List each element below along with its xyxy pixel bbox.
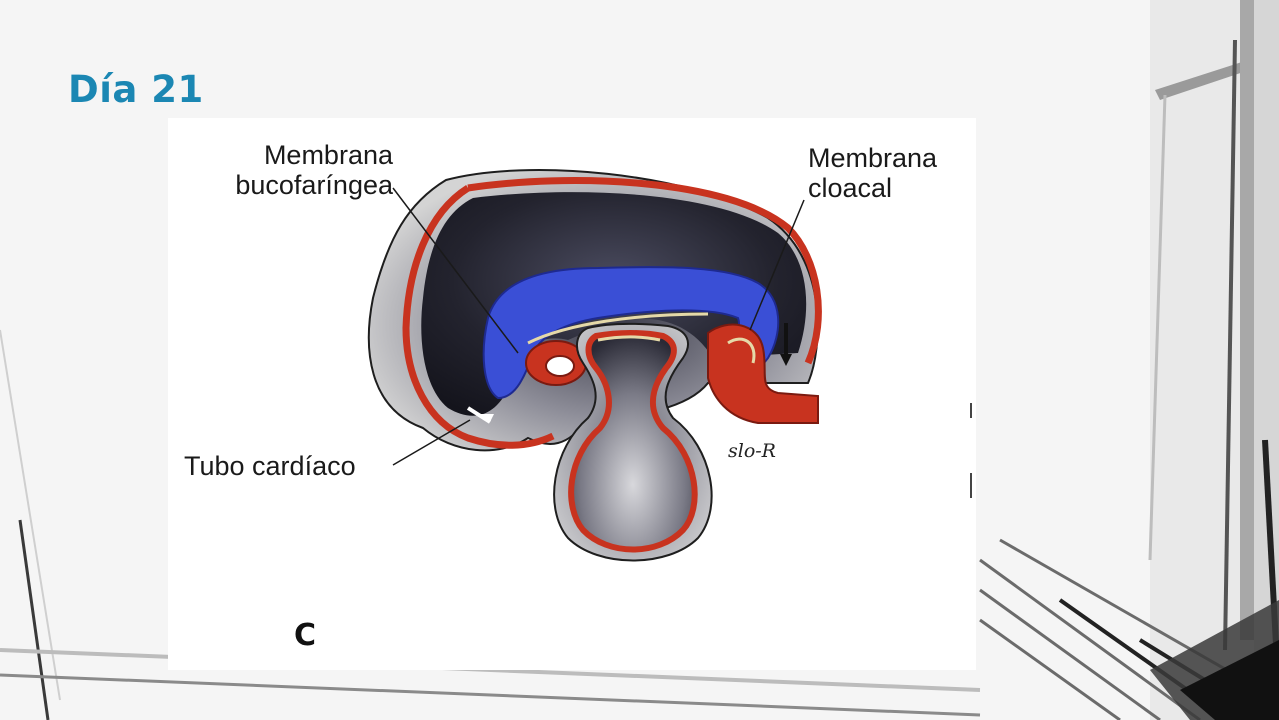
label-line: bucofaríngea [235, 170, 393, 200]
white-arrow-icon [466, 406, 492, 424]
cloacal-lining [727, 337, 756, 364]
black-arrowhead-icon [780, 354, 792, 366]
label-buccopharyngeal-membrane: Membrana bucofaríngea [188, 140, 393, 200]
panel-letter: C [294, 618, 317, 653]
white-arrowhead-icon [480, 414, 494, 422]
ectoderm-dorsal [467, 177, 822, 365]
slide-title: Día 21 [68, 68, 204, 111]
label-heart-tube: Tubo cardíaco [184, 451, 356, 481]
leader-cloacal [749, 199, 805, 331]
label-line: cloacal [808, 173, 893, 203]
embryo-illustration [168, 118, 976, 670]
endoderm-lining [527, 312, 709, 345]
ectoderm-ventral [402, 185, 555, 449]
embryo-figure: Membrana bucofaríngea Membrana cloacal T… [168, 118, 976, 670]
label-cloacal-membrane: Membrana cloacal [808, 143, 978, 203]
label-line: Membrana [263, 140, 393, 170]
yolk-sac [568, 330, 698, 553]
leader-heart-tube [392, 419, 471, 466]
heart-lumen [545, 355, 575, 377]
leader-buccopharyngeal [392, 187, 519, 354]
label-line: Membrana [808, 143, 938, 173]
yolk-lining [597, 335, 661, 342]
artist-signature: slo-R [728, 440, 776, 462]
cloacal-tube [707, 323, 819, 424]
